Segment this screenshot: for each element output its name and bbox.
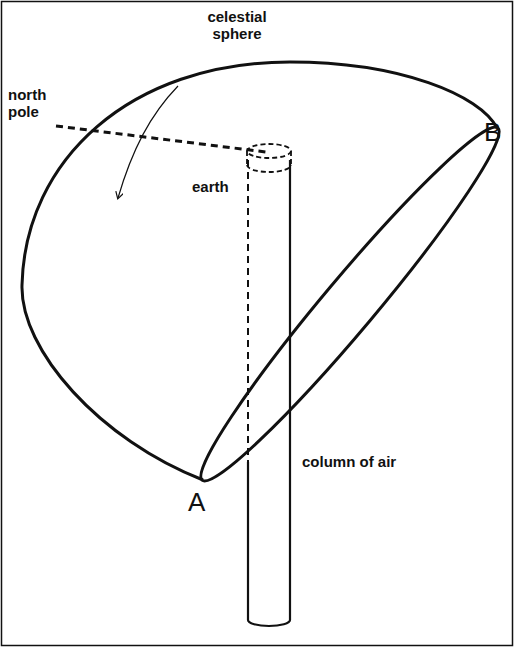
- earth-label: earth: [192, 178, 252, 195]
- column-base: [248, 620, 290, 626]
- earth-base: [247, 165, 291, 172]
- horizon-ellipse: [182, 111, 514, 497]
- column-hidden-edge: [247, 160, 249, 462]
- earth-top: [247, 144, 291, 158]
- polar-axis: [56, 126, 266, 152]
- column-edge: [247, 462, 249, 620]
- sphere-label: celestial sphere: [192, 8, 282, 42]
- pole-label: north pole: [8, 86, 68, 120]
- point-label: B: [484, 118, 510, 146]
- column-label: column of air: [302, 453, 402, 470]
- rotation-arrow: [118, 86, 178, 198]
- column-edge: [289, 160, 291, 620]
- point-label: A: [188, 488, 218, 516]
